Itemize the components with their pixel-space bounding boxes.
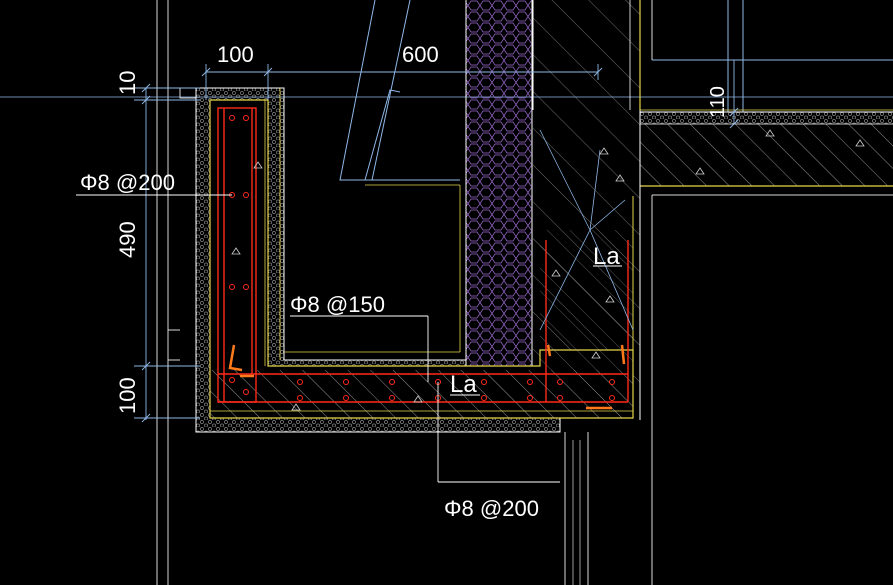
window-frame-lines [339, 0, 460, 186]
rebar-dots [229, 115, 615, 401]
rebar-hooks [228, 344, 626, 410]
right-slab [640, 109, 893, 187]
rebar-label-inner: Φ8 @150 [290, 292, 385, 317]
dim-top-span: 600 [402, 42, 439, 67]
dimension-lines [134, 60, 739, 423]
upper-concrete-wall [532, 0, 641, 110]
dim-right-thickness: 110 [707, 86, 729, 118]
insulation-layer [465, 0, 533, 366]
anchorage-label-right: La [593, 243, 620, 270]
dim-bottom-thickness: 100 [115, 377, 140, 414]
dim-slab-thickness: 10 [115, 71, 140, 95]
dim-top-width: 100 [217, 42, 254, 67]
rebar-cage [217, 107, 629, 403]
rebar-label-left: Φ8 @200 [80, 170, 175, 195]
concrete-aggregate-marks [231, 129, 865, 411]
rebar-label-bottom: Φ8 @200 [444, 496, 539, 521]
anchorage-label-bottom: La [450, 371, 477, 398]
dim-wall-height: 490 [115, 221, 140, 258]
label-leaders [76, 194, 622, 483]
anchorage-triangle [539, 129, 634, 331]
